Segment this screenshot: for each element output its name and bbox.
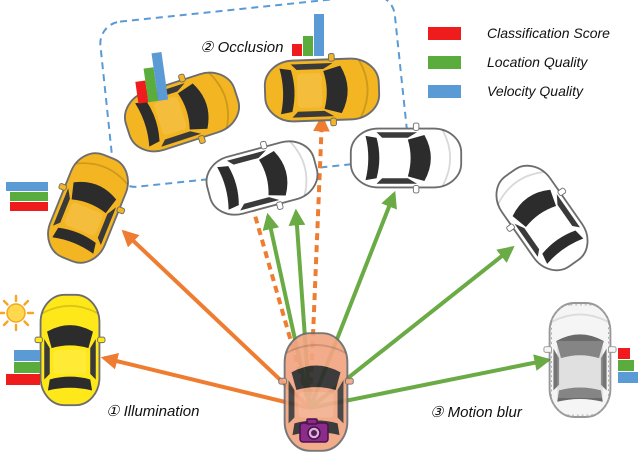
- car-white-1: [198, 129, 326, 227]
- legend-swatch-location: [428, 56, 461, 69]
- legend-label-classification: Classification Score: [487, 25, 610, 41]
- bars-occlusion-car-2: [292, 14, 324, 56]
- legend-swatch-classification: [428, 27, 461, 40]
- classification-score-bar: [6, 374, 40, 385]
- location-quality-bar: [14, 362, 40, 373]
- car-taxi-occluded-1: [115, 59, 249, 165]
- legend: [428, 27, 461, 98]
- occlusion-label: ② Occlusion: [200, 39, 284, 56]
- car-yellow-illumination: [34, 293, 106, 407]
- camera-icon: [299, 418, 329, 443]
- legend-label-velocity: Velocity Quality: [487, 83, 583, 99]
- velocity-quality-bar: [618, 372, 638, 383]
- car-white-2: [349, 122, 463, 194]
- velocity-quality-bar: [151, 51, 169, 101]
- legend-swatch-velocity: [428, 85, 461, 98]
- bars-taxi-left: [6, 182, 48, 211]
- car-taxi-left: [33, 142, 143, 274]
- classification-score-bar: [292, 44, 302, 56]
- sun-icon: [0, 294, 35, 332]
- illumination-label: ① Illumination: [106, 403, 200, 420]
- velocity-quality-bar: [14, 350, 40, 361]
- location-quality-bar: [10, 192, 48, 201]
- bars-blurred-car: [618, 348, 638, 383]
- legend-label-location: Location Quality: [487, 54, 588, 70]
- classification-score-bar: [10, 202, 48, 211]
- arrow-to-blurred-car: [309, 354, 552, 410]
- classification-score-bar: [618, 348, 630, 359]
- car-taxi-occluded-2: [262, 50, 382, 130]
- bars-occlusion-car-1: [135, 51, 169, 104]
- car-motion-blurred: [542, 302, 618, 418]
- arrow-to-illumination-car: [100, 353, 311, 410]
- location-quality-bar: [303, 36, 313, 56]
- classification-score-bar: [135, 80, 149, 104]
- velocity-quality-bar: [6, 182, 48, 191]
- bars-illumination-car: [6, 350, 40, 385]
- car-white-3: [480, 151, 604, 285]
- motion-blur-label: ③ Motion blur: [430, 404, 522, 421]
- velocity-quality-bar: [314, 14, 324, 56]
- location-quality-bar: [618, 360, 634, 371]
- location-quality-bar: [143, 67, 159, 103]
